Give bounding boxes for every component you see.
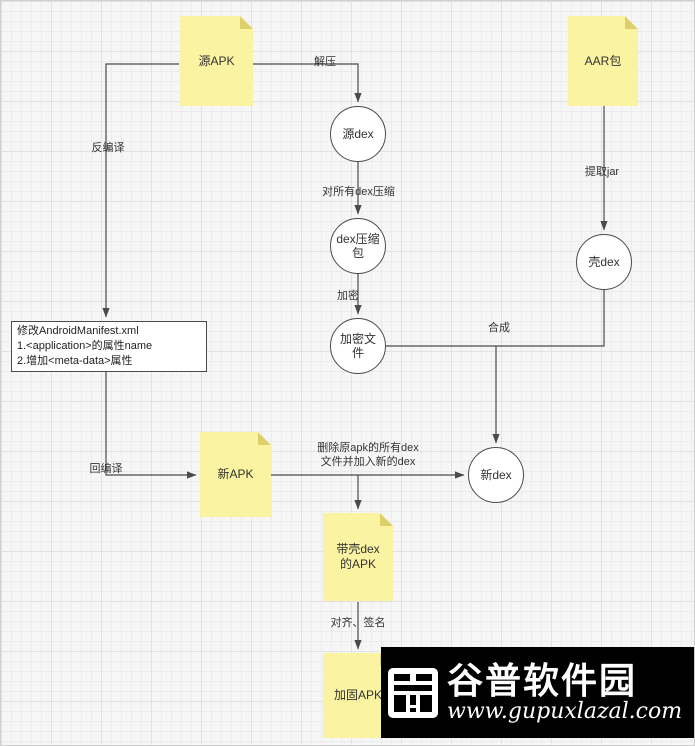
edge-label-compress-all: 对所有dex压缩 [322, 186, 395, 198]
node-dex-zip-label: dex压缩 包 [336, 232, 380, 260]
node-new-apk-label: 新APK [217, 467, 254, 481]
node-manifest-box: 修改AndroidManifest.xml 1.<application>的属性… [11, 321, 207, 372]
watermark-url: www.gupuxlazal.com [447, 698, 683, 724]
edge-label-recompile: 回编译 [89, 463, 123, 475]
node-shelled-apk: 带壳dex 的APK [323, 513, 393, 601]
edge-label-replace-dex: 删除原apk的所有dex 文件并加入新的dex [317, 442, 419, 468]
edge-label-encrypt: 加密 [337, 290, 359, 302]
edge-label-unzip: 解压 [314, 56, 336, 68]
node-shell-dex-label: 壳dex [588, 255, 620, 269]
node-source-apk: 源APK [180, 16, 253, 106]
node-shell-dex: 壳dex [576, 234, 632, 290]
watermark-title: 谷普软件园 [447, 660, 638, 702]
note-fold-icon [258, 432, 271, 445]
edge-manifestbox-newapk [105, 371, 197, 479]
watermark-text: 谷普软件园 www.gupuxlazal.com [447, 662, 682, 723]
note-fold-icon [380, 513, 393, 526]
note-fold-icon [240, 16, 253, 29]
node-hardened-apk-label: 加固APK [333, 688, 382, 702]
node-dex-zip: dex压缩 包 [330, 218, 386, 274]
node-source-apk-label: 源APK [198, 53, 235, 68]
edge-sourceapk-manifestbox [102, 63, 179, 318]
edge-label-extract-jar: 提取jar [584, 166, 620, 178]
edge-sourceapk-sourcedex [253, 63, 362, 103]
watermark-logo [388, 667, 438, 718]
edge-label-decompile: 反编译 [91, 142, 125, 154]
node-encrypted-file-label: 加密文 件 [339, 332, 376, 360]
node-encrypted-file: 加密文 件 [330, 318, 386, 374]
watermark-bar: 谷普软件园 www.gupuxlazal.com [381, 647, 694, 738]
note-fold-icon [625, 16, 638, 29]
node-new-apk: 新APK [200, 432, 271, 517]
node-aar-package-label: AAR包 [584, 53, 622, 68]
node-aar-package: AAR包 [568, 16, 638, 106]
edge-label-align-sign: 对齐、签名 [330, 617, 386, 629]
node-source-dex: 源dex [330, 106, 386, 162]
node-new-dex: 新dex [468, 447, 524, 503]
edge-shelldex-newdex [492, 290, 605, 444]
node-new-dex-label: 新dex [480, 468, 512, 482]
node-shelled-apk-label: 带壳dex 的APK [336, 542, 380, 571]
edge-label-merge: 合成 [488, 322, 510, 334]
node-source-dex-label: 源dex [342, 127, 374, 141]
